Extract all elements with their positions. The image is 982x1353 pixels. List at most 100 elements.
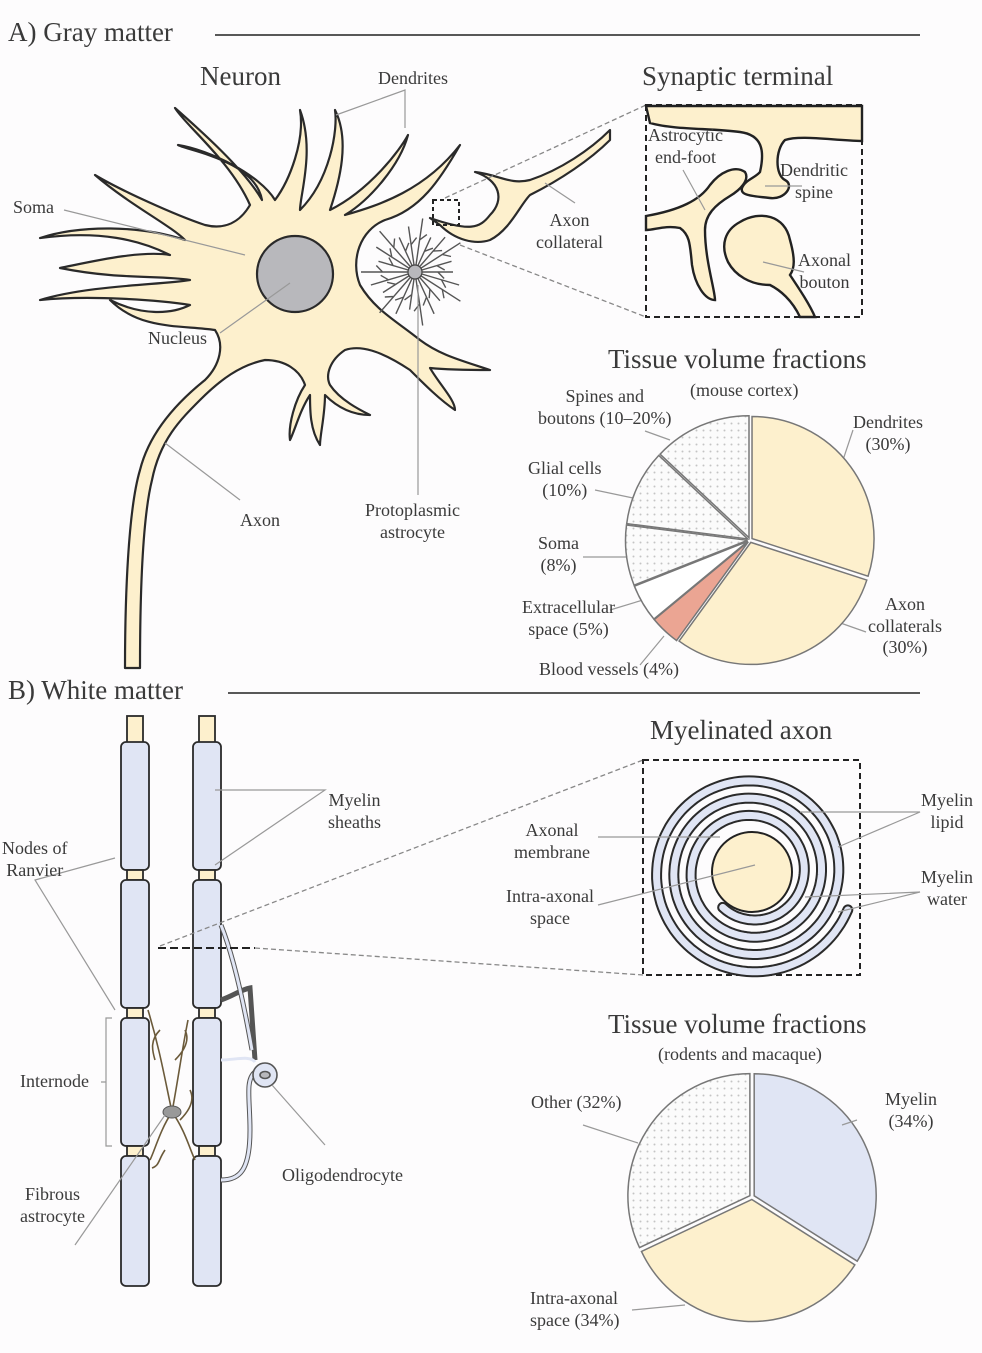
pie2-label-intra-axonal: Intra-axonal space (34%)	[530, 1288, 619, 1331]
myelin-sheath	[120, 1017, 150, 1147]
zoom-connector-top	[444, 104, 647, 199]
astrocyte-process	[414, 271, 460, 289]
astrocyte-process	[414, 242, 461, 273]
pie-chart-mouse-cortex	[624, 414, 875, 666]
pie2-title: Tissue volume fractions	[608, 1009, 867, 1039]
label-line: astrocyte	[20, 1205, 85, 1226]
white-matter-leader-lines	[34, 789, 921, 1311]
myelin-spiral-lipid	[653, 777, 852, 976]
label-dendrites: Dendrites	[378, 68, 448, 88]
pie-slice-myelin	[753, 1073, 877, 1263]
label-line: Protoplasmic	[365, 500, 460, 520]
protoplasmic-astrocyte-shape	[361, 218, 461, 326]
label-line: Axonal	[798, 250, 851, 270]
label-line: (8%)	[540, 554, 577, 575]
pie1-label-dendrites: Dendrites (30%)	[853, 412, 923, 455]
pie-slice-extracellular-space	[633, 540, 749, 621]
zoom-connector-bottom	[459, 244, 647, 318]
section-title-white-matter: B) White matter	[8, 675, 183, 705]
synaptic-terminal-illustration	[644, 104, 864, 319]
fibrous-astrocyte-shape	[147, 1009, 196, 1169]
astrocyte-process	[394, 271, 416, 315]
node-of-ranvier	[198, 1007, 216, 1019]
label-line: Dendritic	[780, 160, 848, 180]
label-line: collaterals	[868, 615, 942, 636]
label-line: Spines and	[565, 386, 645, 406]
label-line: Glial cells	[528, 458, 602, 478]
synaptic-terminal-title: Synaptic terminal	[642, 61, 834, 91]
label-line: astrocyte	[380, 521, 445, 542]
label-line: collateral	[536, 231, 603, 252]
astrocyte-process	[414, 271, 435, 315]
label-nodes-of-ranvier: Nodes of Ranvier	[2, 838, 68, 881]
label-line: Soma	[538, 533, 580, 553]
label-line: Ranvier	[6, 859, 64, 880]
myelinated-axon-title: Myelinated axon	[650, 715, 833, 745]
label-axonal-membrane: Axonal membrane	[514, 820, 590, 863]
astrocyte-process	[375, 246, 416, 273]
label-nucleus: Nucleus	[148, 328, 207, 348]
synapse-zoom-marker	[432, 199, 460, 226]
label-line: Myelin	[328, 790, 381, 810]
label-line: (34%)	[888, 1110, 934, 1131]
label-line: lipid	[930, 811, 964, 832]
label-dendritic-spine: Dendritic spine	[780, 160, 848, 203]
myelin-sheath	[120, 741, 150, 871]
label-axonal-bouton: Axonal bouton	[798, 250, 851, 293]
axon-collateral-shape	[428, 128, 612, 243]
node-of-ranvier	[198, 1145, 216, 1157]
pie-slice-spines-and-boutons	[659, 414, 750, 540]
astrocyte-process	[407, 226, 418, 273]
label-line: Fibrous	[24, 1184, 80, 1204]
label-line: Astrocytic	[648, 125, 723, 145]
nucleus-shape	[255, 234, 335, 314]
pie1-label-extracellular: Extracellular space (5%)	[522, 597, 615, 640]
pie-slice-dendrites	[751, 415, 875, 578]
label-astrocytic-end-foot: Astrocytic end-foot	[648, 125, 723, 168]
label-line: Myelin	[921, 867, 973, 887]
gray-matter-leader-lines	[63, 89, 867, 666]
label-line: Intra-axonal	[530, 1288, 618, 1308]
node-of-ranvier	[126, 1007, 144, 1019]
label-line: membrane	[514, 841, 590, 862]
pie1-label-spines: Spines and boutons (10–20%)	[538, 386, 672, 429]
pie2-subtitle: (rodents and macaque)	[658, 1044, 822, 1064]
section-title-gray-matter: A) Gray matter	[8, 17, 173, 47]
astrocyte-process	[413, 271, 424, 326]
neuron-illustration	[38, 106, 612, 670]
myelin-sheath	[192, 879, 222, 1009]
pie1-label-axon-collaterals: Axon collaterals (30%)	[868, 594, 942, 659]
pie-slice-other	[627, 1072, 751, 1249]
internode-bracket	[101, 1017, 112, 1147]
astrocyte-process	[361, 265, 415, 273]
label-line: space (34%)	[530, 1309, 620, 1330]
astrocyte-process	[414, 271, 461, 302]
label-line: end-foot	[655, 146, 716, 167]
pie2-label-myelin: Myelin (34%)	[885, 1089, 937, 1132]
pie1-label-glial: Glial cells (10%)	[528, 458, 601, 501]
myelin-sheath	[192, 1155, 222, 1287]
pie-slice-intra-axonal-space	[640, 1198, 856, 1323]
label-myelin-lipid: Myelin lipid	[921, 790, 973, 833]
astrocyte-process	[379, 271, 416, 314]
myelin-sheath	[192, 741, 222, 871]
label-line: sheaths	[328, 811, 381, 832]
myelin-sheath	[120, 1155, 150, 1287]
label-myelin-water: Myelin water	[921, 867, 973, 910]
label-line: spine	[794, 181, 833, 202]
label-oligodendrocyte: Oligodendrocyte	[282, 1165, 403, 1185]
oligodendrocyte-shape	[218, 924, 278, 1183]
label-fibrous-astrocyte: Fibrous astrocyte	[20, 1184, 85, 1227]
pie2-label-other: Other (32%)	[531, 1092, 622, 1112]
node-of-ranvier	[126, 869, 144, 881]
neuron-title: Neuron	[200, 61, 281, 91]
label-axon: Axon	[240, 510, 280, 530]
label-line: space	[529, 907, 570, 928]
astrocyte-process	[414, 236, 446, 273]
myelinated-axons-illustration	[120, 715, 222, 1287]
label-line: bouton	[799, 271, 850, 292]
label-line: water	[927, 888, 967, 909]
astrocyte-process	[379, 230, 416, 273]
label-line: space (5%)	[528, 618, 609, 639]
